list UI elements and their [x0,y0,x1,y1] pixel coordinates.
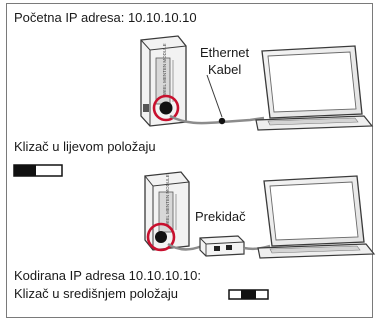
initial-ip-label: Početna IP adresa: 10.10.10.10 [14,10,197,25]
port-dot-top [159,101,173,115]
ethernet-label-line2: Kabel [208,62,242,77]
slider-center-label: Klizač u središnjem položaju [14,286,179,301]
device-module-bottom: WIEL MENTEN MODULE [144,171,190,251]
highlight-circle-bottom [146,222,176,252]
slider-left-label: Klizač u lijevom položaju [14,139,156,154]
device-label-top: WIEL MENTEN MODULE [162,43,167,95]
ethernet-label-line1: Ethernet [200,45,250,60]
network-switch [199,235,245,257]
laptop-top [255,45,374,131]
laptop-bottom [257,175,376,259]
slider-icon-center [228,289,269,300]
device-module-top: WIEL MENTEN MODULE [140,35,187,127]
device-label-bottom: WIEL MENTEN MODULE [165,174,170,226]
cable-connector-dot [218,117,226,125]
switch-label: Prekidač [195,209,246,224]
slider-icon-left [13,164,63,177]
ethernet-leader-line [206,74,223,118]
highlight-circle-top [152,94,180,122]
port-dot-bottom [155,231,167,243]
coded-ip-label: Kodirana IP adresa 10.10.10.10: [14,268,201,283]
